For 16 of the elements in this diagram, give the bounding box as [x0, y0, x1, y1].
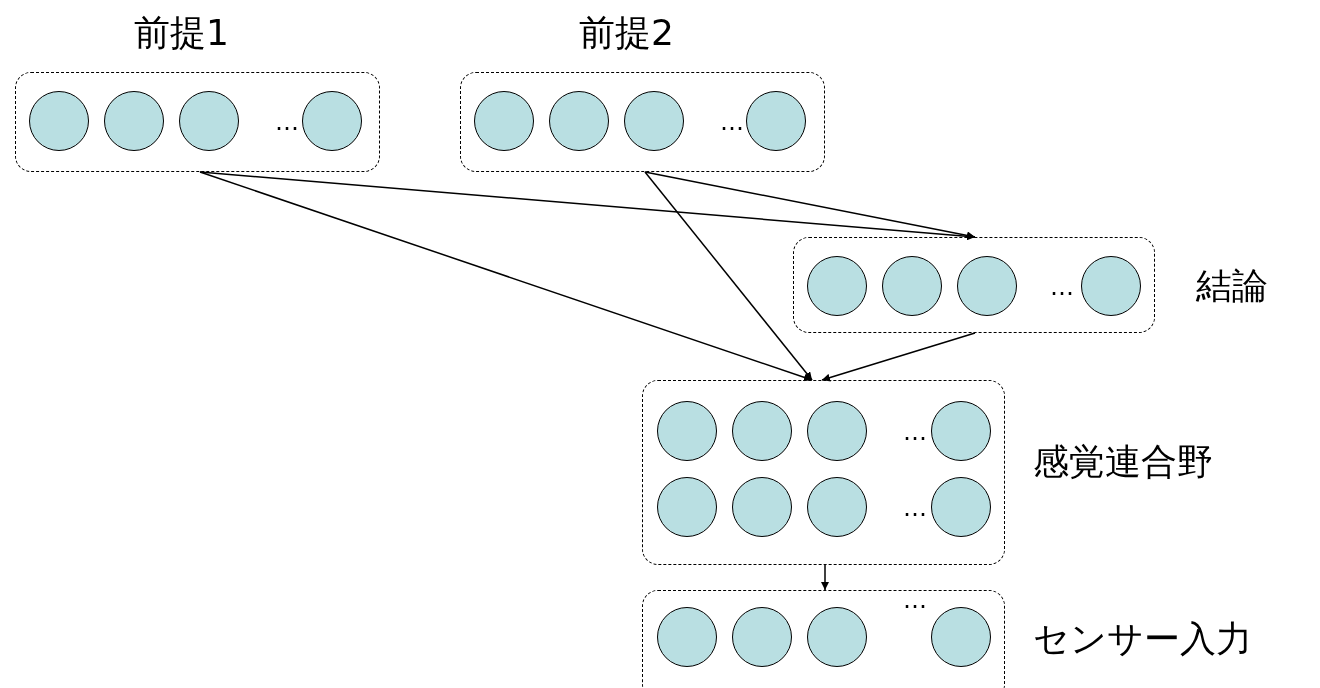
ellipsis: … [903, 588, 927, 612]
ellipsis: … [903, 496, 927, 520]
arrow [644, 171, 976, 240]
ellipsis: … [903, 420, 927, 444]
layer-label: 前提2 [579, 15, 674, 51]
ellipsis: … [275, 110, 299, 134]
ellipsis: … [720, 110, 744, 134]
layer-label: 感覚連合野 [1033, 444, 1213, 480]
layer-label: 前提1 [134, 15, 229, 51]
arrow [821, 332, 976, 382]
arrow [821, 564, 829, 591]
ellipsis: … [1050, 275, 1074, 299]
layer-label: センサー入力 [1033, 621, 1252, 657]
arrow [644, 171, 813, 381]
arrow [199, 171, 813, 382]
layer-label: 結論 [1196, 268, 1268, 304]
